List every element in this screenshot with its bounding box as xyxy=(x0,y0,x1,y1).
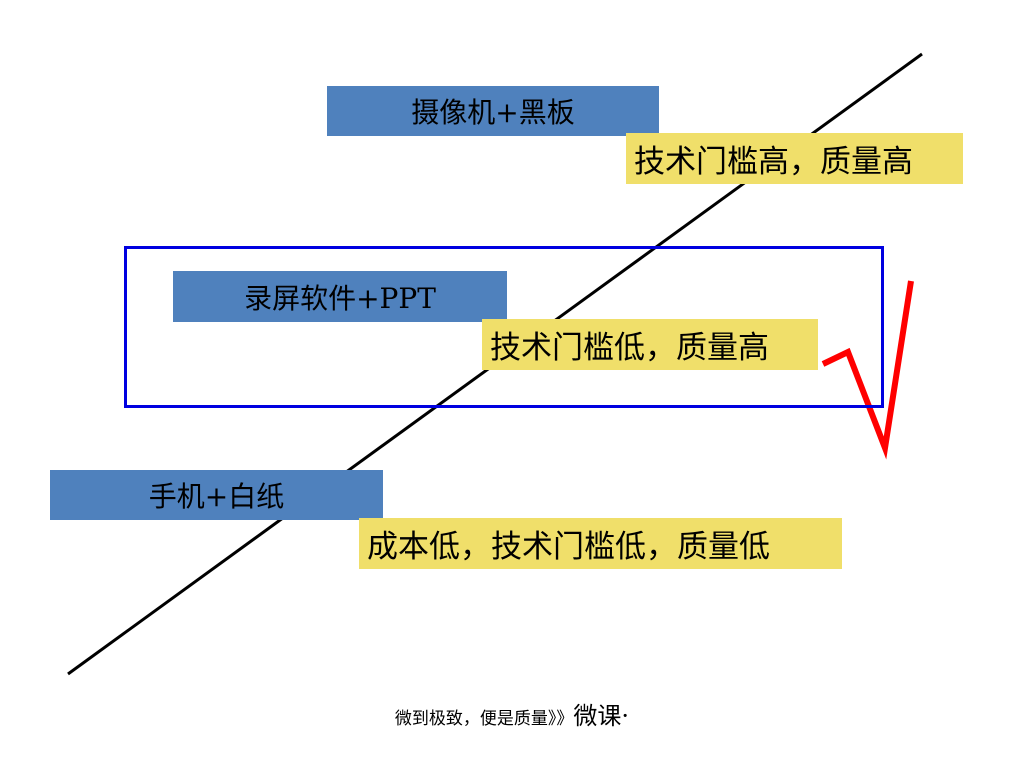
method-camera-blackboard: 摄像机+黑板 xyxy=(327,86,659,136)
method-phone-paper: 手机+白纸 xyxy=(50,470,383,520)
note-phone-paper: 成本低，技术门槛低，质量低 xyxy=(359,518,842,569)
recommended-method-frame xyxy=(124,246,884,408)
footer-large-text: 微课· xyxy=(573,702,630,730)
note-screen-recording-ppt: 技术门槛低，质量高 xyxy=(482,319,818,370)
method-label: 摄像机+黑板 xyxy=(411,96,575,129)
note-label: 技术门槛低，质量高 xyxy=(490,330,769,366)
method-label: 手机+白纸 xyxy=(148,480,285,513)
footer-small-text: 微到极致，便是质量》》 xyxy=(394,709,574,729)
method-screen-recording-ppt: 录屏软件+PPT xyxy=(173,271,507,322)
note-label: 技术门槛高，质量高 xyxy=(634,144,913,180)
note-label: 成本低，技术门槛低，质量低 xyxy=(367,529,770,565)
method-label: 录屏软件+PPT xyxy=(244,281,436,315)
footer-caption: 微到极致，便是质量》》微课· xyxy=(0,696,1024,731)
note-camera-blackboard: 技术门槛高，质量高 xyxy=(626,133,963,184)
